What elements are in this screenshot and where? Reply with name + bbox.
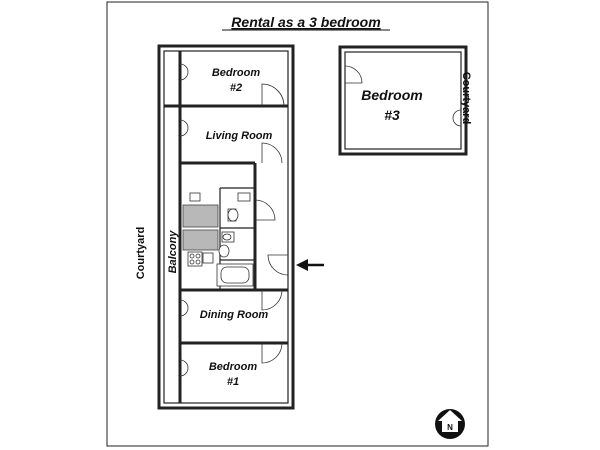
courtyard-left-label: Courtyard xyxy=(135,227,147,280)
door-swings xyxy=(179,63,289,377)
compass-label: N xyxy=(447,423,453,432)
bedroom3-label: Bedroom xyxy=(361,87,422,103)
bedroom3-walls xyxy=(338,45,468,156)
north-compass-icon: N xyxy=(435,409,465,439)
bedroom1-label: Bedroom xyxy=(209,361,258,373)
fixtures xyxy=(182,192,254,287)
plan-title: Rental as a 3 bedroom xyxy=(231,14,380,30)
bedroom2-label: Bedroom xyxy=(212,67,261,79)
living-room-label: Living Room xyxy=(206,130,273,142)
bedroom2-number: #2 xyxy=(230,82,242,94)
apartment-walls xyxy=(157,44,295,410)
kitchen-counter-2 xyxy=(182,229,219,251)
bedroom1-number: #1 xyxy=(227,376,239,388)
bedroom3-number: #3 xyxy=(384,107,400,123)
kitchen-counter xyxy=(182,204,219,228)
courtyard-right-label: Courtyard xyxy=(460,72,472,125)
dining-room-label: Dining Room xyxy=(200,309,269,321)
plan-frame xyxy=(106,1,489,447)
entry-arrow xyxy=(296,259,324,271)
balcony-label: Balcony xyxy=(167,230,179,274)
